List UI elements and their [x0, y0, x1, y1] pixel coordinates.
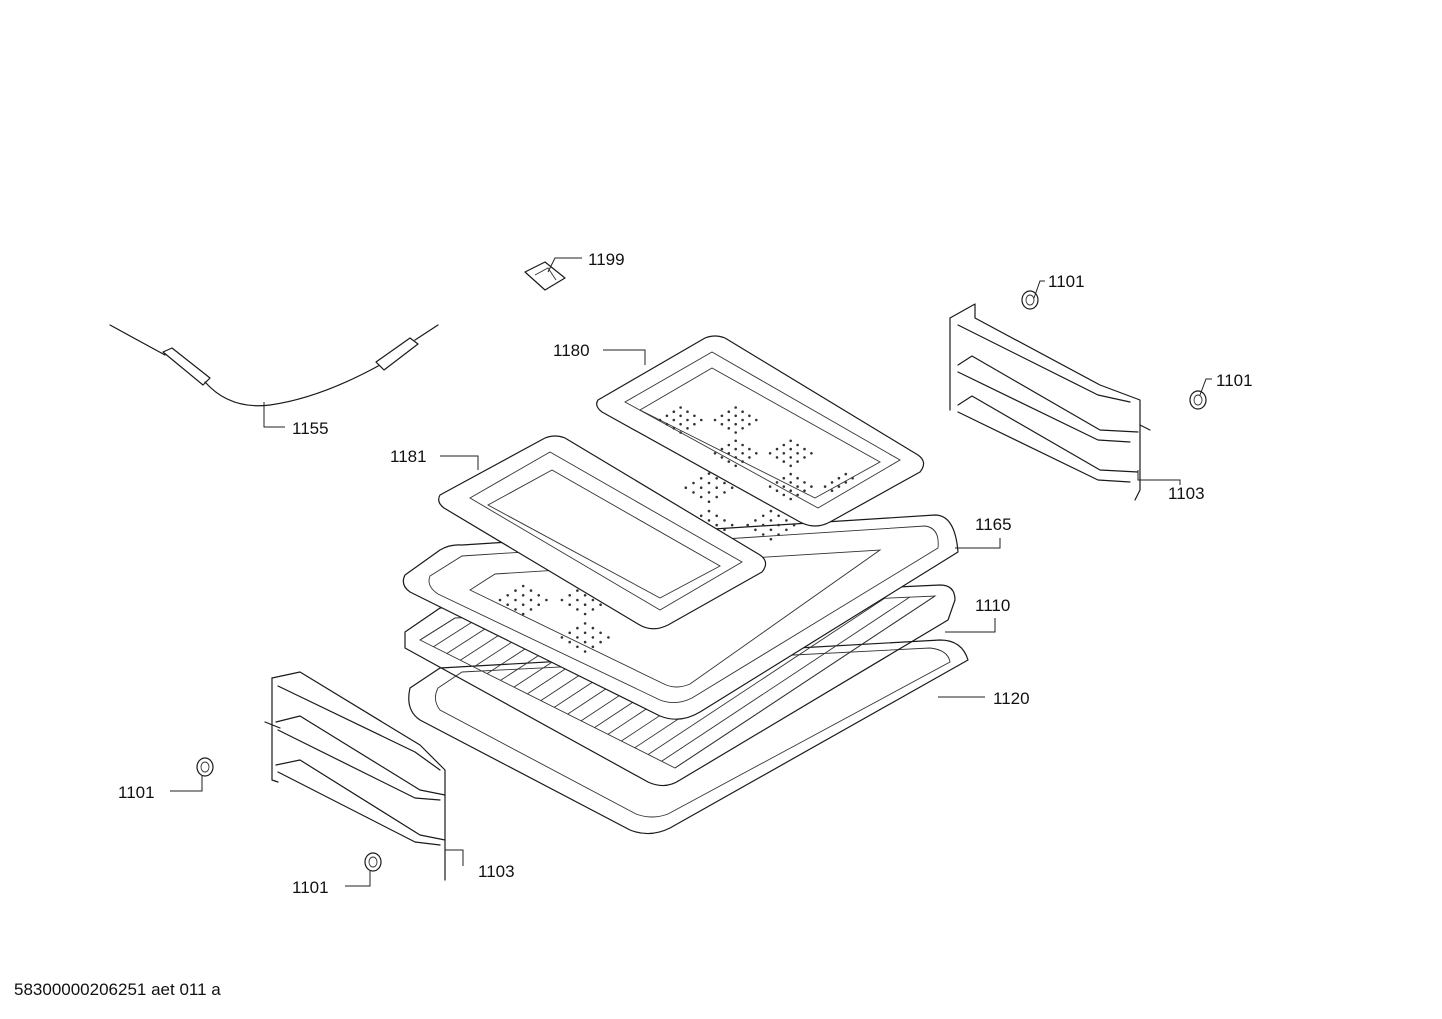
callout-1101-left: 1101	[118, 783, 155, 802]
callout-1101-bottom: 1101	[292, 878, 329, 897]
part-1120-baking-tray[interactable]	[408, 639, 969, 835]
callout-1165: 1165	[975, 515, 1012, 534]
callout-1110: 1110	[975, 596, 1010, 615]
drawing-code: 58300000206251 aet 011 a	[14, 980, 221, 999]
callout-1120: 1120	[993, 689, 1030, 708]
part-1103-right-rail[interactable]	[949, 303, 1151, 501]
callout-labels: 1199 1101 1101 1180 1155 1181 1103 1165 …	[118, 250, 1253, 897]
part-1199-clip[interactable]	[524, 261, 566, 291]
part-1103-left-rail[interactable]	[264, 671, 446, 881]
callout-1101-right: 1101	[1216, 371, 1253, 390]
leader-lines	[170, 257, 1212, 887]
callout-1181: 1181	[390, 447, 427, 466]
part-1180-perforated-pan[interactable]	[596, 335, 925, 527]
part-1101-clip-top[interactable]	[1021, 290, 1039, 310]
callout-1180: 1180	[553, 341, 590, 360]
part-1101-clip-bottom[interactable]	[364, 852, 382, 872]
callout-1155: 1155	[292, 419, 329, 438]
callout-1103-left: 1103	[478, 862, 515, 881]
callout-1103-right: 1103	[1168, 484, 1205, 503]
part-1101-clip-left[interactable]	[196, 757, 214, 777]
part-1155-meat-probe[interactable]	[109, 324, 439, 407]
part-1101-clip-right[interactable]	[1189, 390, 1207, 410]
callout-1199: 1199	[588, 250, 625, 269]
callout-1101-top: 1101	[1048, 272, 1085, 291]
pan-perforation-pattern	[658, 406, 854, 501]
part-1181-solid-pan[interactable]	[438, 435, 767, 630]
